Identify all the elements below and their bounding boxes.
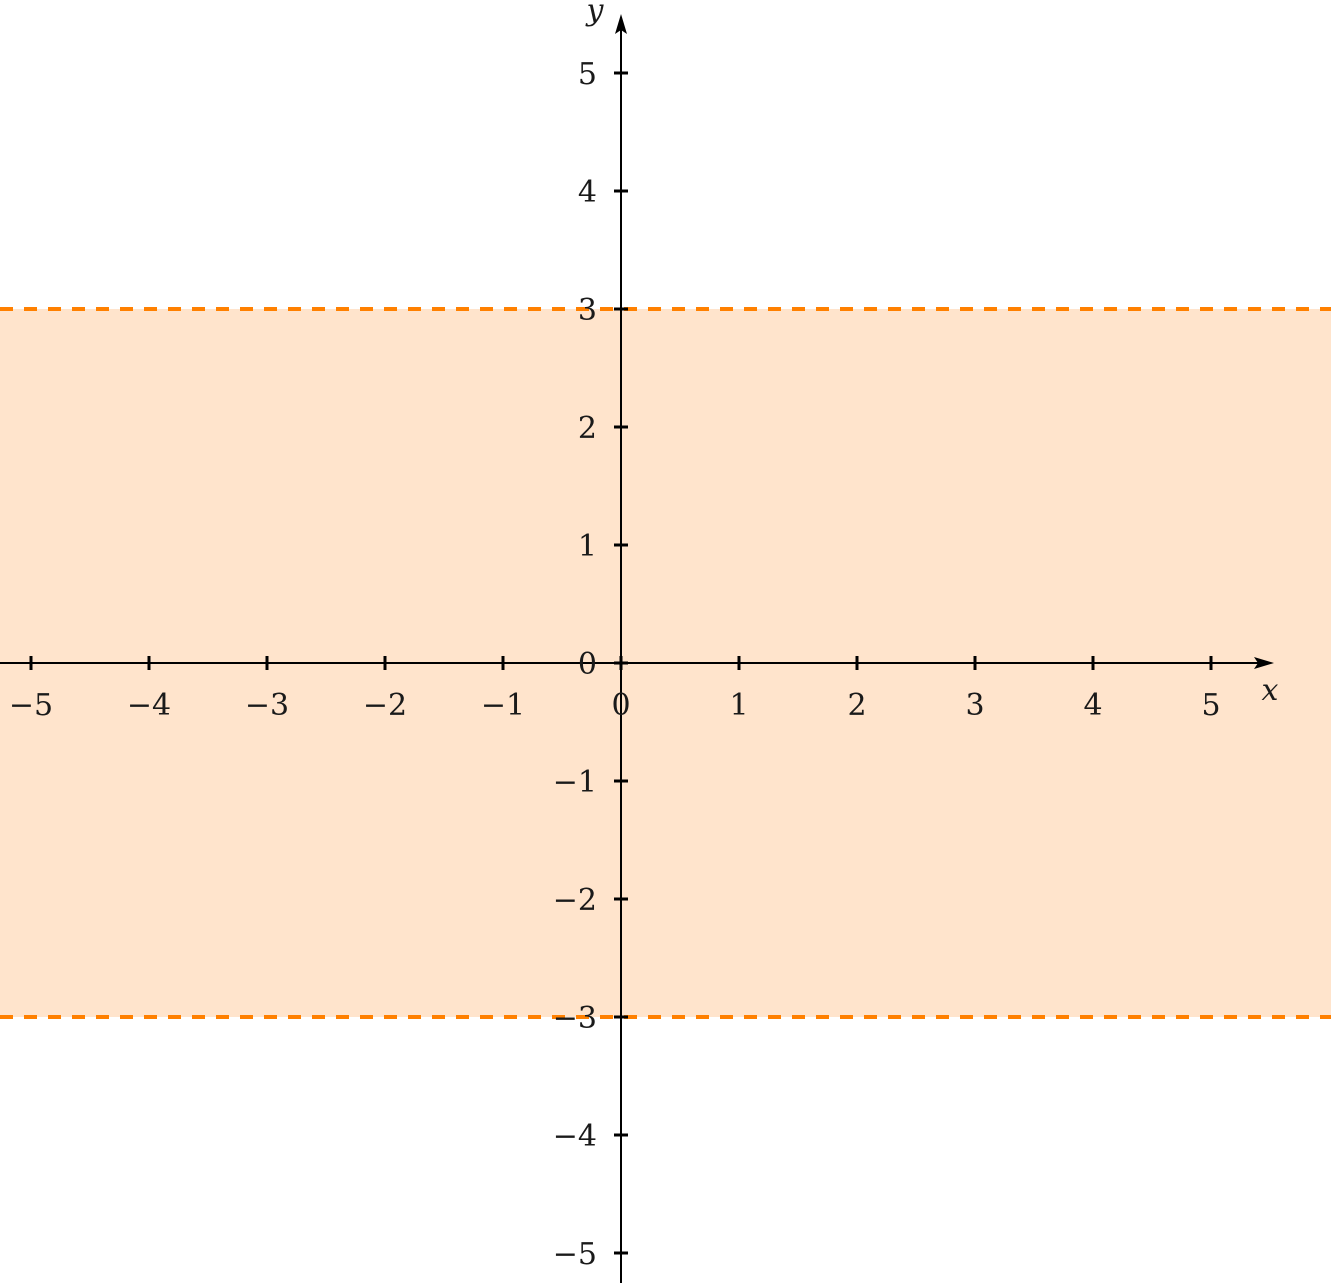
y-tick-label: 5 [578,57,597,92]
x-tick-label: 2 [847,688,866,723]
x-tick-label: −3 [245,688,289,723]
y-tick-label: 0 [578,647,597,682]
y-axis-arrow-icon [615,14,627,34]
x-axis-label: x [1262,673,1279,708]
y-tick-label: −4 [553,1119,597,1154]
y-tick-label: −2 [553,883,597,918]
y-tick-label: −1 [553,765,597,800]
y-tick-label: 1 [578,529,597,564]
y-tick-label: 3 [578,293,597,328]
x-tick-label: −5 [9,688,53,723]
x-tick-label: 0 [611,688,630,723]
y-axis-label: y [585,0,605,28]
y-tick-label: −3 [553,1001,597,1036]
x-axis-arrow-icon [1254,657,1274,669]
x-tick-label: −1 [481,688,525,723]
x-tick-label: −2 [363,688,407,723]
x-tick-label: 1 [729,688,748,723]
x-tick-label: 3 [965,688,984,723]
y-tick-label: 2 [578,411,597,446]
y-tick-label: 4 [578,175,597,210]
y-tick-label: −5 [553,1237,597,1272]
x-tick-label: 4 [1083,688,1102,723]
x-tick-label: −4 [127,688,171,723]
x-tick-label: 5 [1201,688,1220,723]
